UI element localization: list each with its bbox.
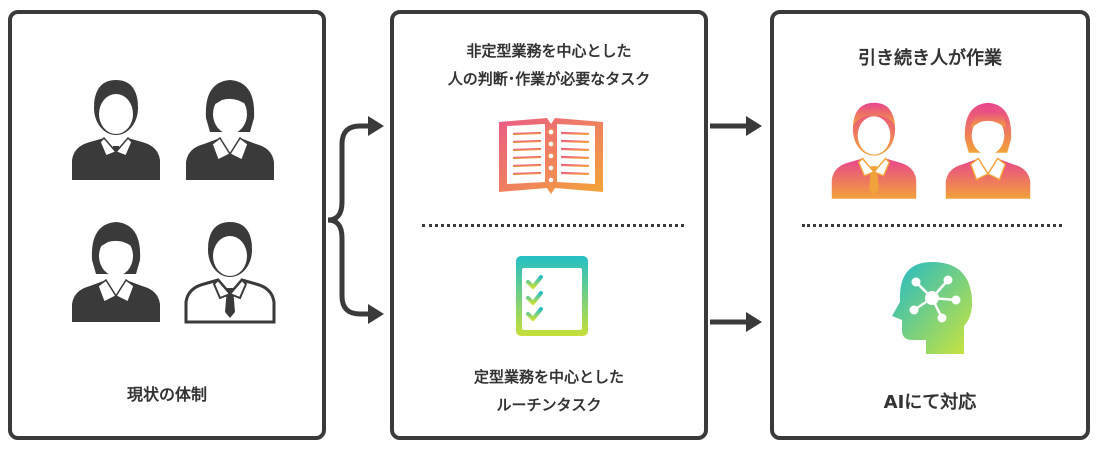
- routine-task-title-line2: ルーチンタスク: [496, 396, 602, 414]
- arrow-right-icon: [710, 312, 762, 332]
- female-person-icon: [186, 80, 274, 180]
- notebook-icon: [499, 118, 603, 194]
- task-breakdown-panel: 非定型業務を中心とした 人の判断･作業が必要なタスク: [390, 10, 708, 440]
- human-work-label: 引き続き人が作業: [858, 48, 1002, 69]
- arrow-right-icon: [368, 304, 384, 324]
- divider: [422, 224, 684, 227]
- future-structure-panel: 引き続き人が作業: [770, 10, 1090, 440]
- non-routine-task-title-line2: 人の判断･作業が必要なタスク: [447, 70, 651, 88]
- male-person-icon: [72, 80, 160, 180]
- checklist-icon: [516, 256, 588, 336]
- arrow-right-icon: [368, 116, 384, 136]
- female-person-icon: [72, 222, 160, 322]
- current-structure-label: 現状の体制: [126, 385, 207, 404]
- male-person-icon: [184, 222, 276, 324]
- ai-handling-label: AIにて対応: [883, 392, 977, 413]
- current-structure-panel: 現状の体制: [8, 10, 326, 440]
- non-routine-task-title-line1: 非定型業務を中心とした: [466, 42, 632, 60]
- brace-connector: [327, 116, 384, 324]
- female-person-icon: [945, 102, 1031, 199]
- divider: [802, 224, 1062, 227]
- routine-task-title-line1: 定型業務を中心とした: [473, 368, 624, 386]
- male-person-icon: [831, 102, 917, 199]
- ai-head-icon: [892, 262, 973, 354]
- arrow-right-icon: [710, 116, 762, 136]
